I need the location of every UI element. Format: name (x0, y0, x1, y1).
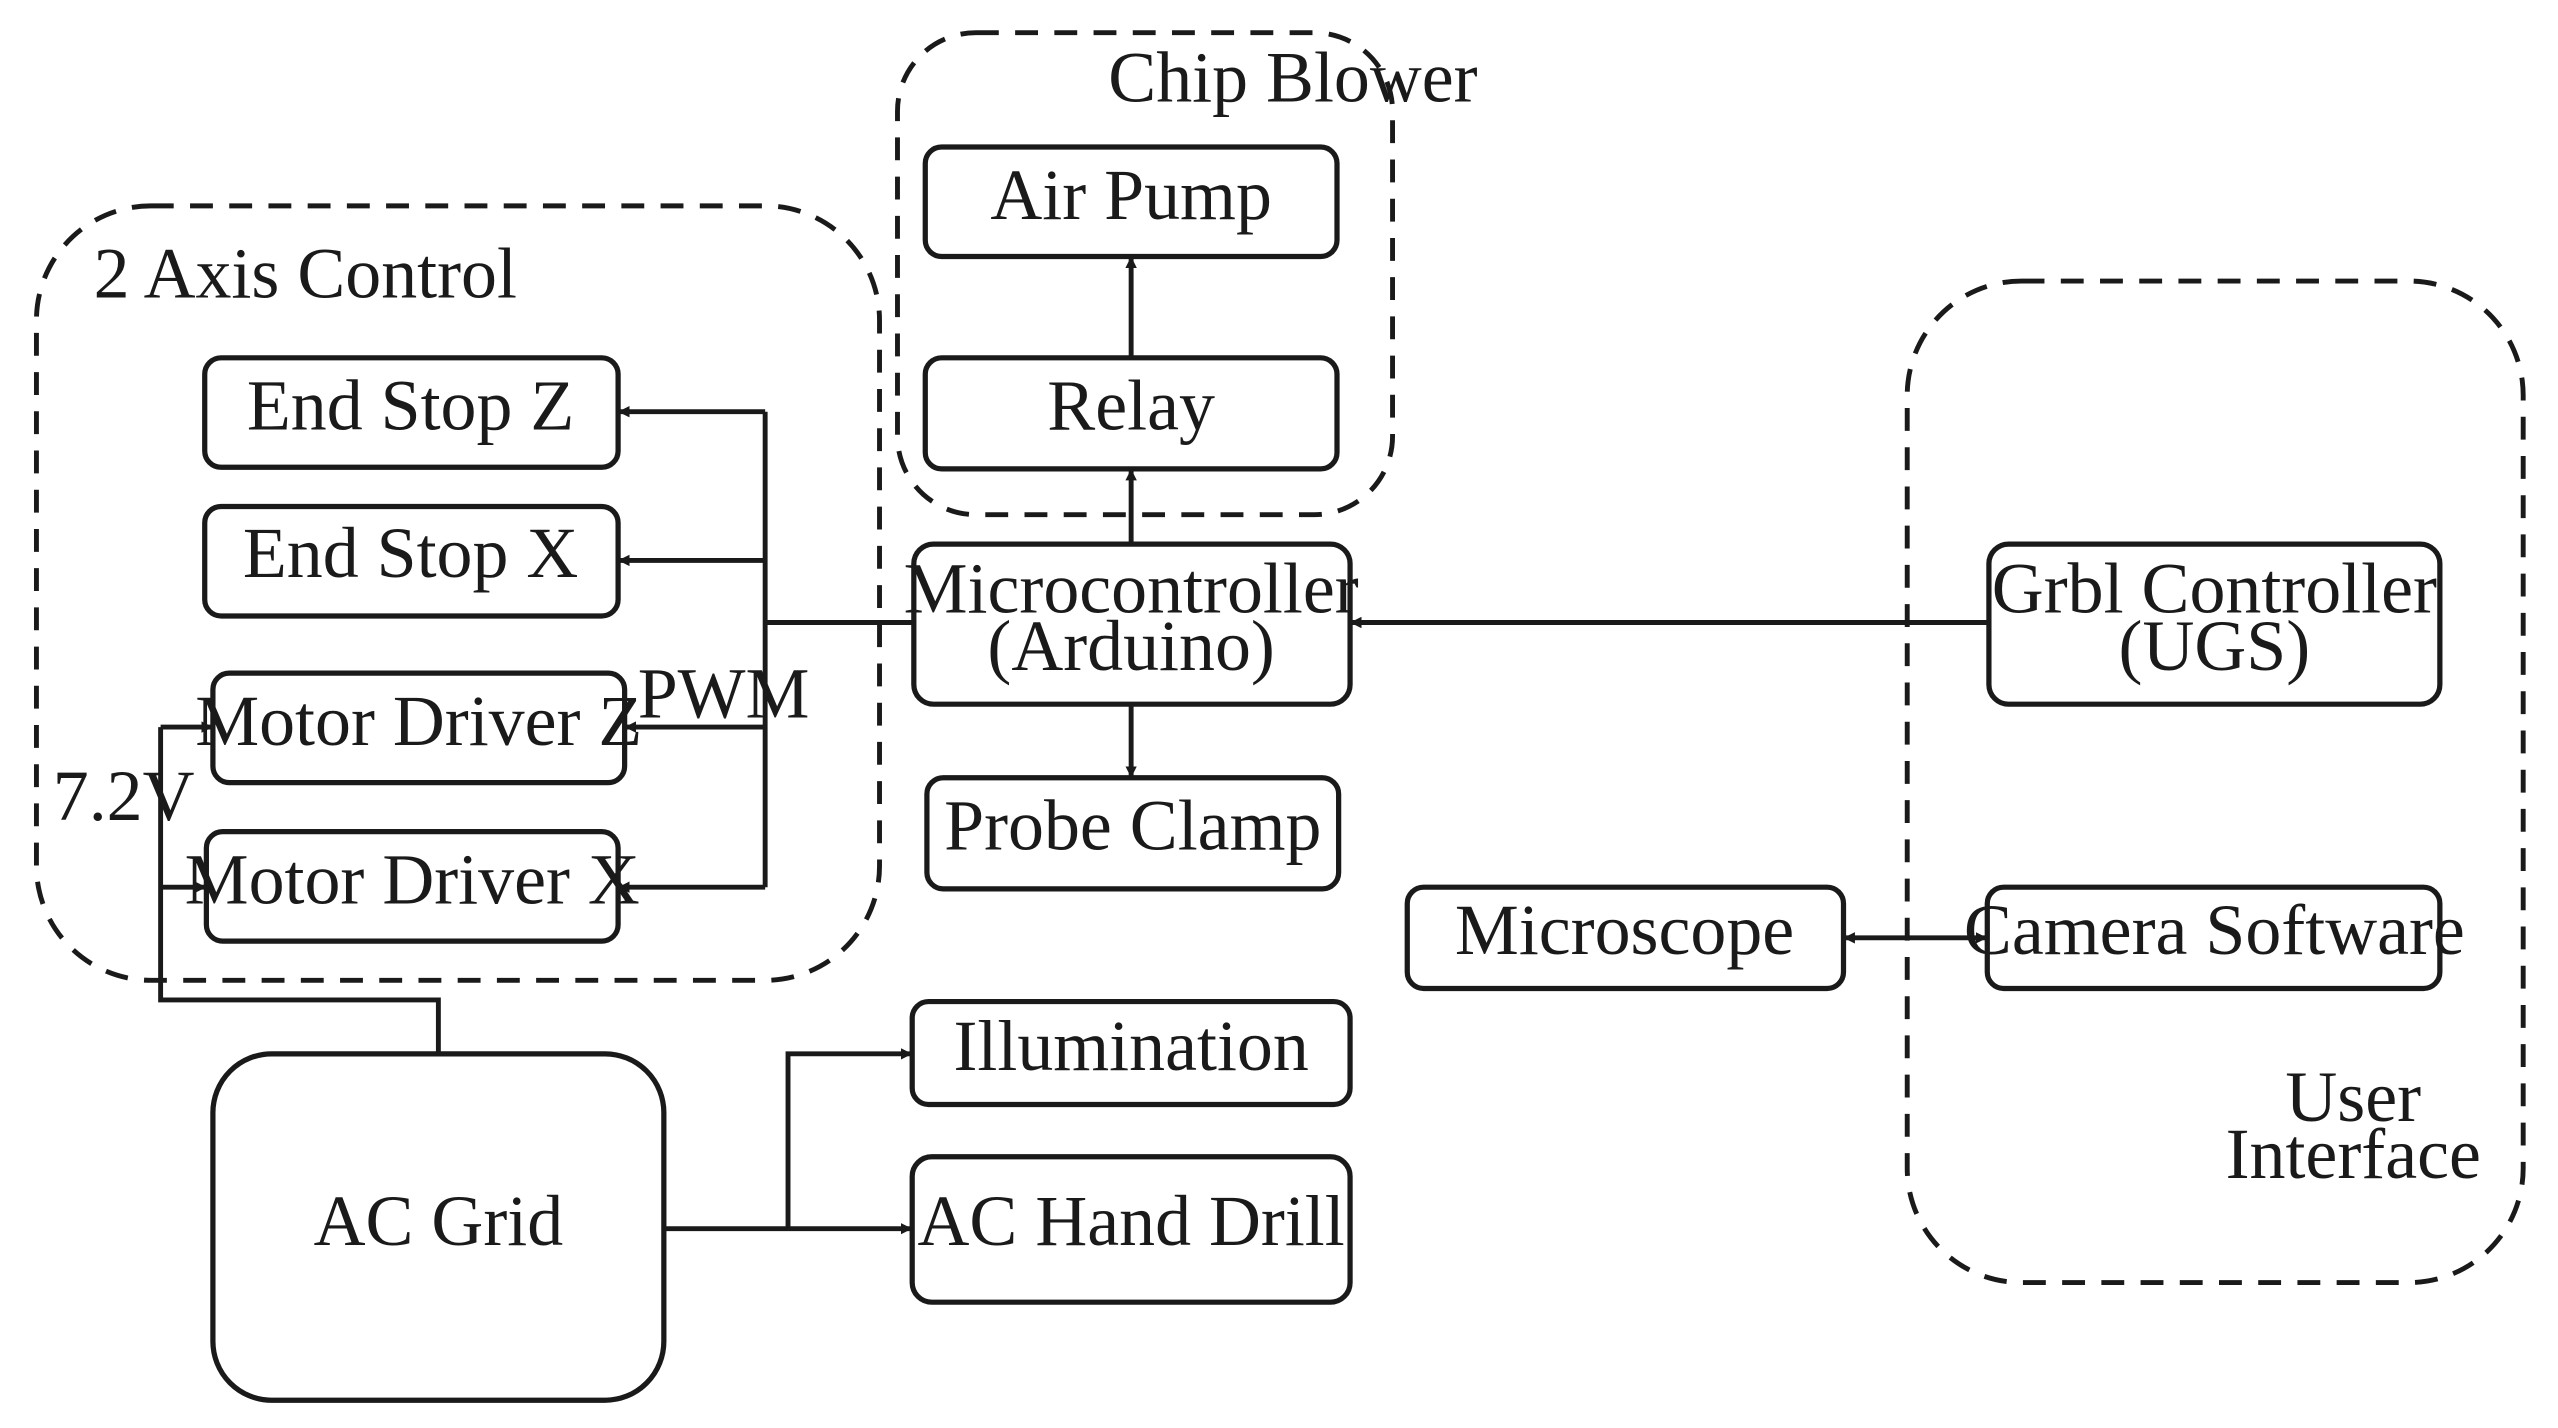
axis-control-group (33, 203, 882, 983)
microscope-box (1404, 884, 1847, 992)
relay-label: Relay (1047, 366, 1215, 446)
end-stop-z-label: End Stop Z (247, 366, 574, 446)
relay-box (922, 355, 1340, 472)
camera-software-box (1984, 884, 2443, 992)
end-stop-x-label: End Stop X (243, 513, 578, 593)
ac-grid-label: AC Grid (314, 1181, 564, 1261)
axis-control-label: 2 Axis Control (94, 233, 517, 313)
grbl-controller-label-line2: (UGS) (2119, 606, 2311, 686)
ac-hand-drill-label: AC Hand Drill (918, 1181, 1345, 1261)
chip-blower-group (895, 30, 1396, 518)
motor-driver-z-label: Motor Driver Z (195, 681, 642, 761)
voltage-label: 7.2V (53, 756, 195, 836)
illumination-box (909, 998, 1353, 1108)
microcontroller-box (911, 541, 1353, 707)
air-pump-box (922, 144, 1340, 260)
chip-blower-label: Chip Blower (1108, 37, 1477, 117)
ac-grid-box (210, 1051, 667, 1403)
ac-grid-to-illumination-arrow (785, 1048, 913, 1229)
grbl-controller-label-line1: Grbl Controller (1992, 549, 2437, 629)
microcontroller-label-line2: (Arduino) (987, 606, 1274, 686)
ac-hand-drill-box (909, 1154, 1353, 1305)
air-pump-label: Air Pump (990, 155, 1272, 235)
grbl-controller-box (1986, 541, 2443, 707)
illumination-label: Illumination (953, 1006, 1308, 1086)
microcontroller-label-line1: Microcontroller (904, 549, 1359, 629)
user-interface-group (1904, 278, 2526, 1286)
end-stop-z-box (202, 355, 621, 470)
pwm-label: PWM (638, 653, 810, 733)
motor-driver-z-box (210, 670, 628, 786)
microscope-label: Microscope (1455, 890, 1794, 970)
probe-clamp-box (924, 775, 1342, 892)
user-interface-label-line2: Interface (2226, 1114, 2481, 1194)
ac-grid-to-motor-power-line (158, 727, 441, 1054)
end-stop-x-box (202, 503, 621, 619)
probe-clamp-label: Probe Clamp (944, 786, 1321, 866)
motor-driver-x-box (203, 829, 621, 944)
user-interface-label-line1: User (2285, 1057, 2421, 1137)
camera-software-label: Camera Software (1964, 890, 2465, 970)
motor-driver-x-label: Motor Driver X (185, 840, 640, 920)
